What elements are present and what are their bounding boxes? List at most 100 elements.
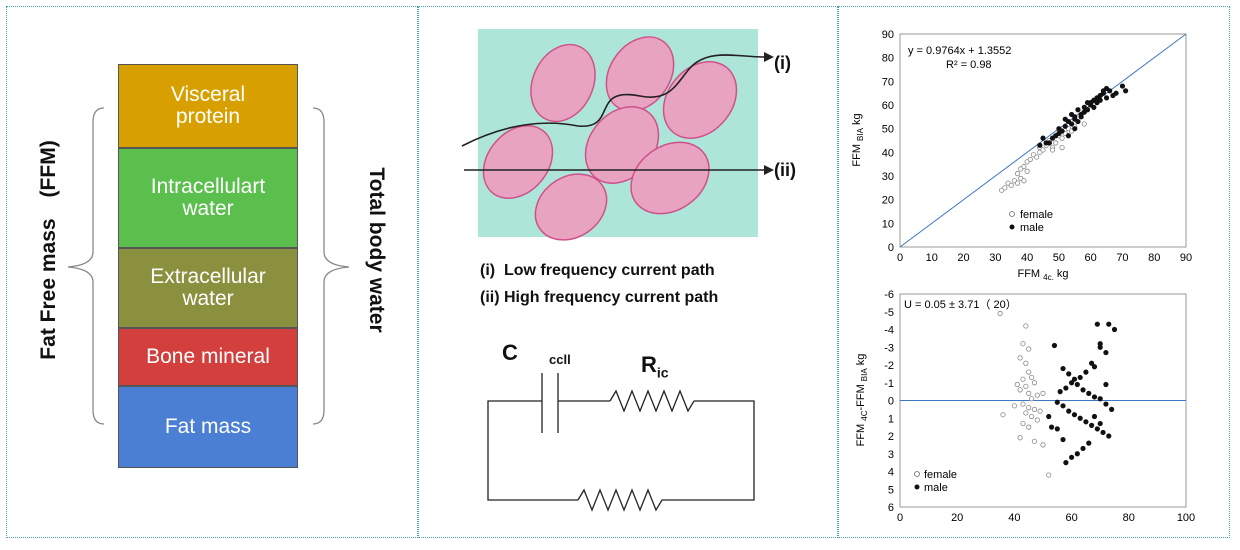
cell [482,125,554,199]
female-point [1026,346,1032,352]
x-tick-label: 40 [1021,252,1033,264]
female-point [1021,163,1027,170]
x-tick-label: 10 [926,252,938,264]
female-point [1031,438,1038,444]
cell [605,36,675,112]
female-point [1011,403,1017,409]
female-point [1017,435,1023,441]
male-point [1054,399,1060,405]
female-point [1040,147,1046,153]
regression-equation: y = 0.9764x + 1.3552 [908,45,1011,57]
y-tick-label: 6 [888,502,894,514]
resistor-bottom [577,488,668,512]
circuit [487,373,755,512]
visceral-protein-line1: Visceral [170,83,246,106]
charts-panel [838,6,1230,538]
female-point [1028,413,1035,420]
male-point [1100,429,1106,436]
female-point [1017,355,1023,361]
y-tick-label: 5 [888,484,894,496]
female-point [1008,182,1014,189]
x-tick-label: 70 [1116,252,1128,264]
male-point [1106,433,1112,439]
male-point [1089,360,1095,366]
agreement-annotation: U = 0.05 ± 3.71（ 20） [904,298,1017,311]
female-point [1014,171,1021,177]
bone-mineral-label: Bone mineral [146,345,270,368]
y-tick-label: 60 [882,100,894,112]
male-point [1048,424,1055,430]
male-point [1077,374,1083,381]
male-point [1103,381,1109,388]
x-tick-label: 60 [1085,252,1097,264]
legend-low-frequency: (i) Low frequency current path [480,262,715,279]
female-point [1002,185,1008,191]
male-point [1119,83,1126,89]
male-point [1123,88,1129,94]
r-squared: R² = 0.98 [946,59,992,71]
male-point [1071,376,1078,382]
female-point [1034,154,1040,160]
male-point [1057,389,1063,395]
male-point [1086,440,1092,446]
male-point [1091,394,1098,400]
fat-mass-label: Fat mass [164,415,252,438]
bone-mineral-block: Bone mineral [118,328,298,386]
cell-circuit-panel [418,6,838,538]
female-point [1024,168,1030,174]
male-point [1094,321,1100,327]
resistor-ic-subscript: ic [656,364,669,381]
male-point [1080,445,1086,452]
female-point [1020,376,1026,382]
female-point [1017,387,1023,393]
male-point [1091,413,1098,420]
male-point [1113,90,1119,96]
male-point [1037,142,1043,148]
male-point [1063,460,1069,466]
path-i-label: (i) [774,53,791,73]
x-tick-label: 30 [989,252,1001,264]
y-axis-label: FFM 4C-FFM BIA kg [855,354,869,447]
y-tick-label: 20 [882,195,894,207]
fat-mass-block: Fat mass [118,386,298,468]
male-point [1065,133,1072,139]
male-point [1109,406,1115,412]
male-point [1091,104,1097,110]
female-point [1037,408,1043,414]
male-point [1089,422,1095,428]
male-point [1069,380,1075,386]
x-tick-label: 80 [1148,252,1160,264]
male-point [1074,381,1080,388]
resistor-ric-label: Ric [641,352,669,380]
male-point [1075,107,1081,113]
y-tick-label: 4 [888,467,894,479]
circuit-wire-top-left [487,400,578,501]
male-point [1097,420,1103,427]
tbw-label: Total body water [365,167,388,333]
intracellular-water-line2: water [182,197,234,220]
female-point [1059,135,1065,141]
male-point [1083,369,1089,375]
female-point [1028,396,1035,402]
male-point [1060,403,1066,409]
cells-group [482,36,738,241]
intracellular-water-line1: Intracellulart [150,175,266,198]
x-tick-label: 20 [957,252,969,264]
male-point [1103,401,1109,407]
male-point [1059,128,1065,134]
female-point [1031,380,1038,386]
female-point [1027,156,1033,163]
extracellular-water-line2: water [182,287,234,310]
composition-panel [6,6,418,538]
female-point [1031,406,1038,412]
x-tick-label: 50 [1053,252,1065,264]
male-point [1083,419,1089,425]
path-ii-label: (ii) [774,160,796,180]
y-tick-label: 1 [888,413,894,425]
female-point [1040,390,1046,397]
male-point [1097,344,1103,350]
female-point [1026,369,1032,375]
male-point [1040,135,1046,141]
